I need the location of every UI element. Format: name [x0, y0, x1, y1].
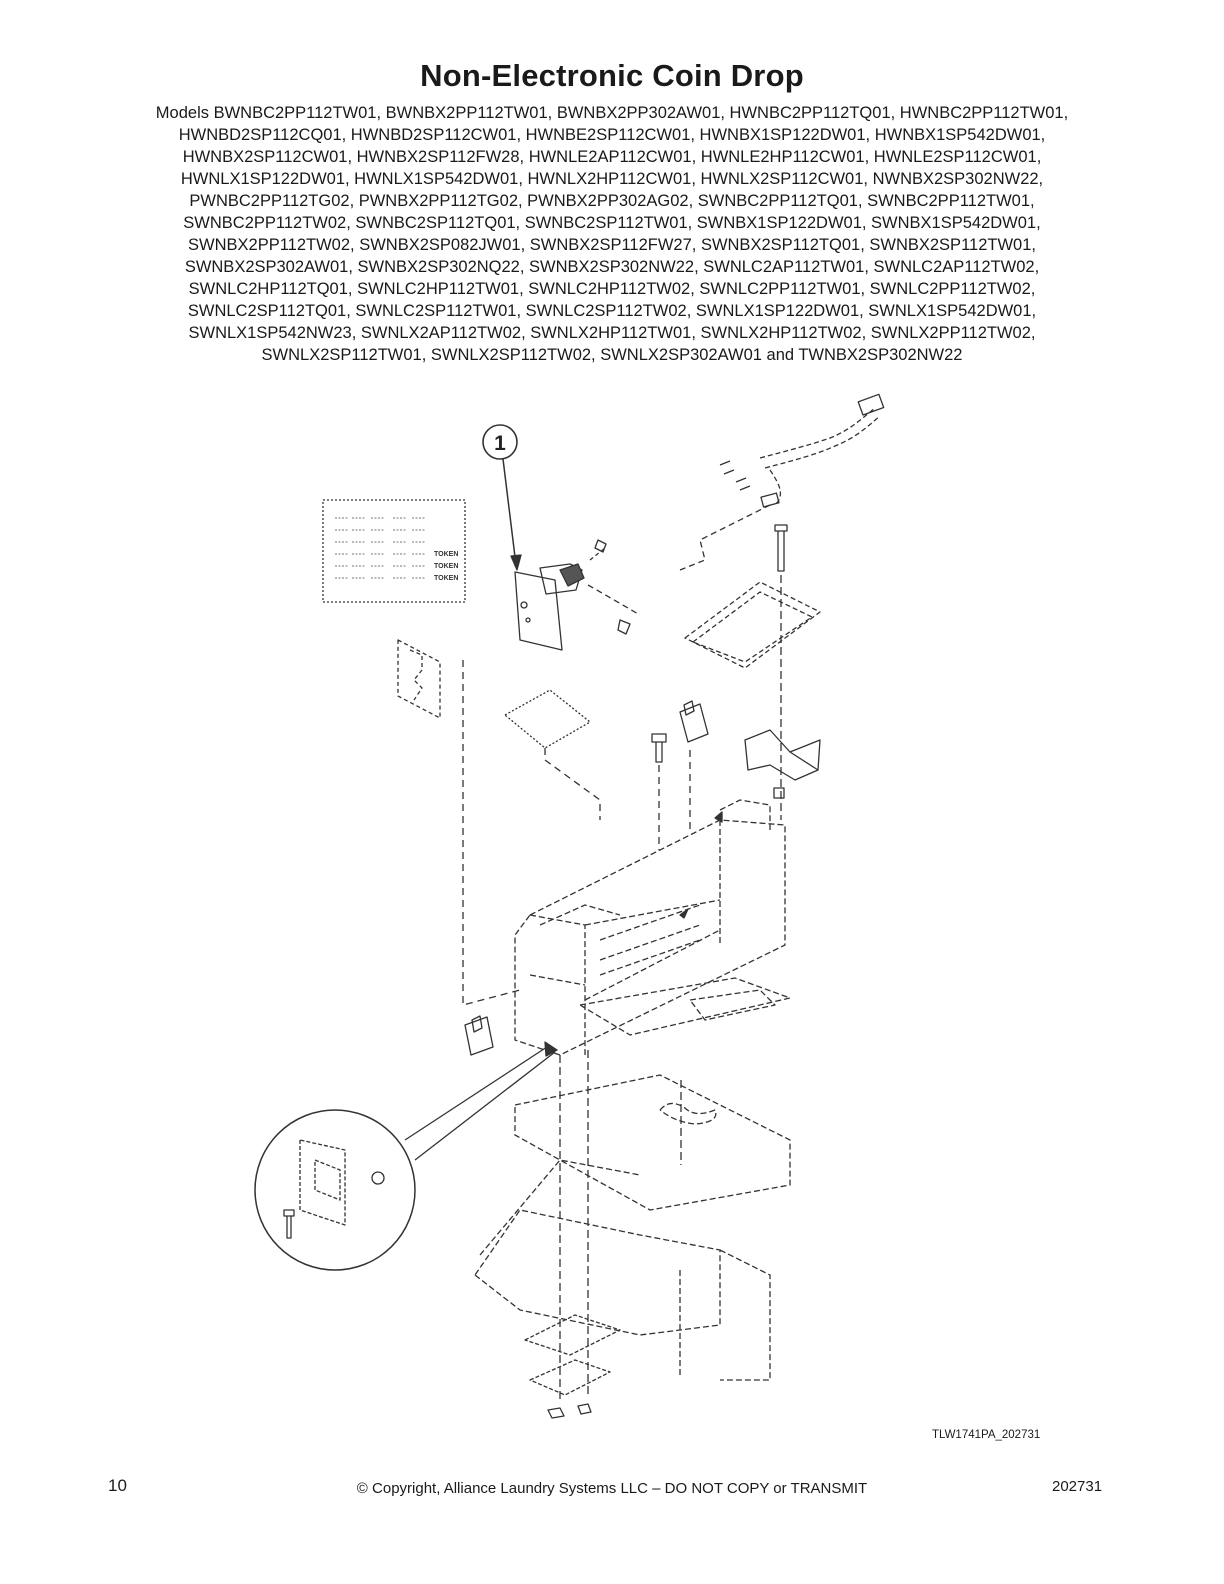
- micro-switch: [464, 1015, 494, 1056]
- copyright-notice: © Copyright, Alliance Laundry Systems LL…: [356, 1480, 868, 1497]
- models-line: SWNLX2SP112TW01, SWNLX2SP112TW02, SWNLX2…: [261, 346, 963, 364]
- figure-id: TLW1741PA_202731: [932, 1429, 1041, 1441]
- wire-harness: [679, 393, 885, 571]
- page-title: Non-Electronic Coin Drop: [420, 58, 804, 93]
- models-line: HWNLX1SP122DW01, HWNLX1SP542DW01, HWNLX2…: [180, 170, 1044, 188]
- callout-1: 1: [482, 424, 522, 571]
- models-line: HWNBD2SP112CQ01, HWNBD2SP112CW01, HWNBE2…: [178, 126, 1046, 144]
- coin-decal: TOKEN TOKEN TOKEN: [322, 499, 466, 603]
- top-plate: [684, 581, 821, 669]
- exploded-parts-diagram: TOKEN TOKEN TOKEN 1: [254, 393, 885, 1419]
- decal-token-label: TOKEN: [434, 575, 458, 582]
- models-line: SWNBC2PP112TW02, SWNBC2SP112TQ01, SWNBC2…: [183, 214, 1041, 232]
- models-line: SWNBX2PP112TW02, SWNBX2SP082JW01, SWNBX2…: [188, 236, 1036, 254]
- bolt: [651, 733, 667, 850]
- direction-arrow: [679, 908, 689, 919]
- fastener-nut: [547, 1403, 592, 1419]
- coin-drop-housing: [514, 799, 786, 1056]
- callout-number: 1: [494, 432, 506, 455]
- decal-token-label: TOKEN: [434, 551, 458, 558]
- mounting-screw: [774, 524, 788, 820]
- models-line: SWNLC2HP112TQ01, SWNLC2HP112TW01, SWNLC2…: [188, 280, 1036, 298]
- coin-switch-assembly: [514, 539, 641, 651]
- document-number: 202731: [1052, 1478, 1103, 1495]
- side-bracket: [397, 639, 441, 719]
- models-line: Models BWNBC2PP112TW01, BWNBX2PP112TW01,…: [155, 104, 1069, 122]
- models-line: SWNLX1SP542NW23, SWNLX2AP112TW02, SWNLX2…: [188, 324, 1036, 342]
- mounting-plate: [514, 1074, 791, 1211]
- models-list: Models BWNBC2PP112TW01, BWNBX2PP112TW01,…: [60, 102, 1164, 366]
- mounting-bracket: [744, 729, 821, 799]
- decal-token-label: TOKEN: [434, 563, 458, 570]
- models-line: HWNBX2SP112CW01, HWNBX2SP112FW28, HWNLE2…: [182, 148, 1042, 166]
- models-line: PWNBC2PP112TG02, PWNBX2PP112TG02, PWNBX2…: [189, 192, 1035, 210]
- clamp-plate: [524, 1314, 621, 1396]
- base-frame: [579, 977, 791, 1036]
- detail-view: [254, 1041, 558, 1271]
- models-line: SWNLC2SP112TQ01, SWNLC2SP112TW01, SWNLC2…: [187, 302, 1037, 320]
- gasket: [504, 689, 591, 749]
- models-line: SWNBX2SP302AW01, SWNBX2SP302NQ22, SWNBX2…: [184, 258, 1040, 276]
- page-number: 10: [108, 1476, 127, 1495]
- micro-switch: [679, 700, 709, 743]
- console-panel: [474, 1159, 771, 1381]
